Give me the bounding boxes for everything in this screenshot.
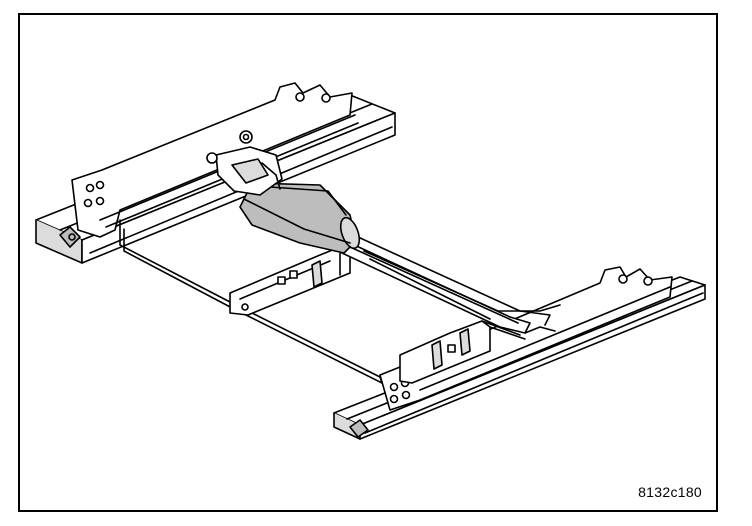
diagram-frame: 8132c180	[18, 13, 718, 512]
front-inner-bracket	[399, 320, 491, 384]
power-seat-motor-assembly	[206, 130, 561, 334]
front-seat-track-rail	[333, 266, 706, 440]
middle-cross-member	[229, 246, 351, 316]
figure-id-label: 8132c180	[638, 484, 702, 500]
left-cross-frame	[119, 219, 383, 384]
seat-track-illustration	[35, 82, 706, 440]
connecting-rods	[481, 320, 556, 340]
